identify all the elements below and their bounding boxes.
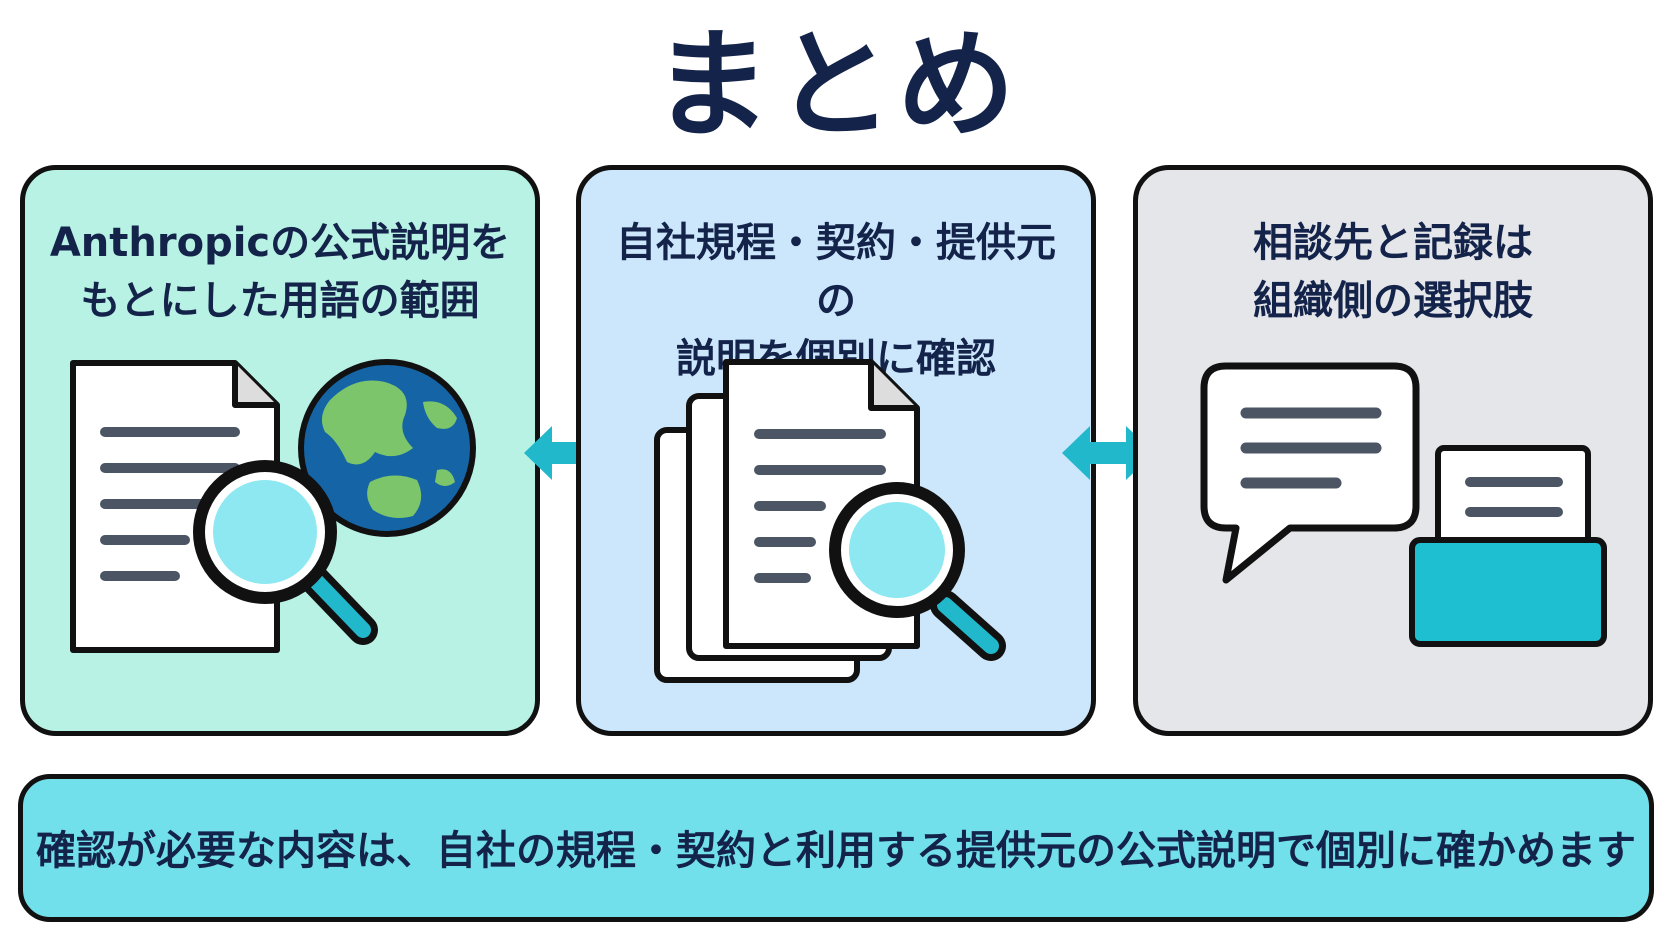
card-illustration <box>1200 362 1607 647</box>
card-heading-line: 相談先と記録は <box>1253 220 1533 266</box>
speech-bubble-icon <box>1200 362 1420 584</box>
summary-banner: 確認が必要な内容は、自社の規程・契約と利用する提供元の公式説明で個別に確かめます <box>18 774 1654 922</box>
card-heading: 相談先と記録は 組織側の選択肢 <box>1158 214 1628 330</box>
card-heading-line: Anthropicの公式説明を <box>49 220 511 266</box>
double-arrow-icon <box>1062 426 1154 480</box>
globe-icon <box>298 359 476 537</box>
card-individual-check: 自社規程・契約・提供元の 説明を個別に確認 <box>576 165 1096 736</box>
card-heading-line: 自社規程・契約・提供元の <box>616 220 1056 324</box>
card-heading-line: 組織側の選択肢 <box>1253 278 1533 324</box>
card-heading-line: もとにした用語の範囲 <box>80 278 480 324</box>
card-heading: Anthropicの公式説明を もとにした用語の範囲 <box>45 214 515 330</box>
card-illustration <box>70 359 476 653</box>
magnifier-icon <box>829 482 1006 661</box>
card-illustration <box>654 359 1006 683</box>
card-organization-options: 相談先と記録は 組織側の選択肢 <box>1133 165 1653 736</box>
summary-text: 確認が必要な内容は、自社の規程・契約と利用する提供元の公式説明で個別に確かめます <box>36 828 1636 874</box>
magnifier-icon <box>193 460 378 645</box>
page-title: まとめ <box>652 16 1019 154</box>
file-tray-icon <box>1409 445 1607 647</box>
card-official-terms: Anthropicの公式説明を もとにした用語の範囲 <box>20 165 540 736</box>
